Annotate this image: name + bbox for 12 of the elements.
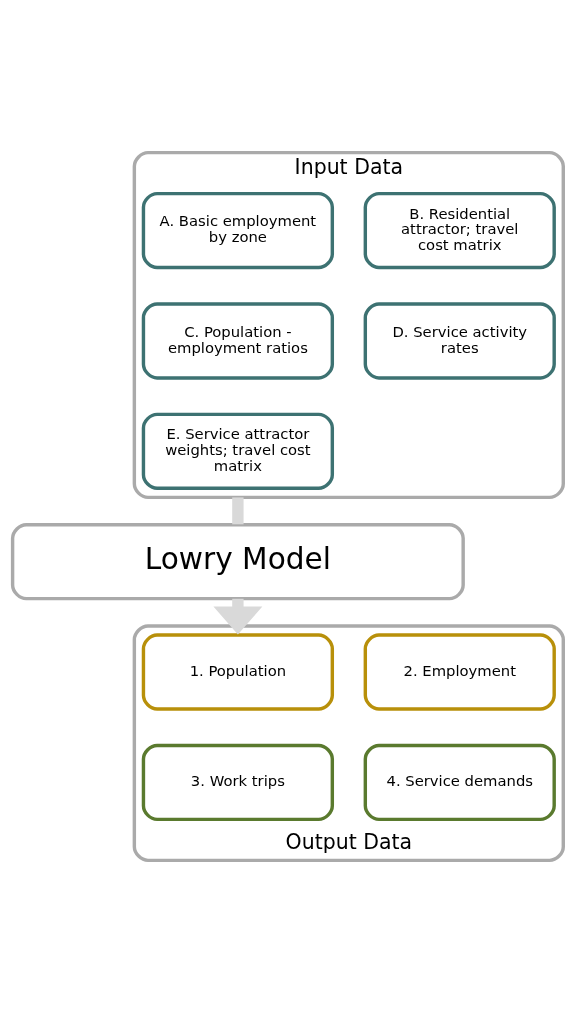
node-box: 4. Service demands <box>363 743 556 821</box>
connector <box>232 496 244 524</box>
node-box: E. Service attractor weights; travel cost matrix <box>141 412 335 490</box>
node-box: 1. Population <box>141 632 335 711</box>
node-box: 2. Employment <box>363 632 556 711</box>
node-box: Lowry Model <box>10 522 465 600</box>
node-box: B. Residential attractor; travel cost matrix <box>363 191 556 269</box>
arrow <box>213 598 263 635</box>
node-box: C. Population - employment ratios <box>141 301 335 380</box>
node-box: A. Basic employment by zone <box>141 191 335 269</box>
node-box: D. Service activity rates <box>363 301 556 380</box>
node-box: 3. Work trips <box>141 743 335 821</box>
